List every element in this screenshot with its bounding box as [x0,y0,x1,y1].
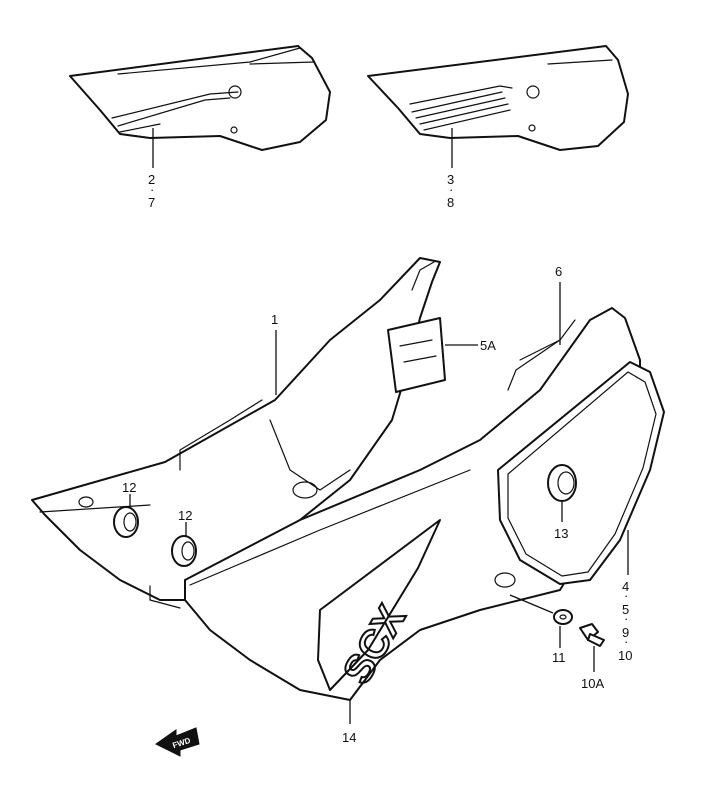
callout-6: 6 [555,264,562,279]
callout-dot-9-10: · [624,634,628,649]
callout-5: 5 [622,602,629,617]
grommet-12-right [171,535,197,567]
callout-12-right: 12 [178,508,192,523]
frame-cover-14: SCX [184,307,665,701]
callout-12-left: 12 [122,480,136,495]
callout-9: 9 [622,625,629,640]
grommet-12-left [113,506,139,538]
callout-5a: 5A [480,338,496,353]
callout-4: 4 [622,579,629,594]
callout-dot-5-9: · [624,611,628,626]
decal-3-8 [367,45,629,151]
callout-3: 3 [447,172,454,187]
callout-10: 10 [618,648,632,663]
callout-10a: 10A [581,676,604,691]
callout-2: 2 [148,172,155,187]
callout-13: 13 [554,526,568,541]
callout-dot-2-7: · [150,182,154,197]
forward-arrow-icon: FWD [155,727,200,757]
callout-dot-3-8: · [449,182,453,197]
decal-2-7 [69,45,331,151]
washer-11 [553,609,573,625]
callout-8: 8 [447,195,454,210]
callout-7: 7 [148,195,155,210]
callout-1: 1 [271,312,278,327]
callout-11: 11 [552,650,566,665]
callout-14: 14 [342,730,356,745]
bolt-10a [579,623,605,647]
callout-dot-4-5: · [624,588,628,603]
